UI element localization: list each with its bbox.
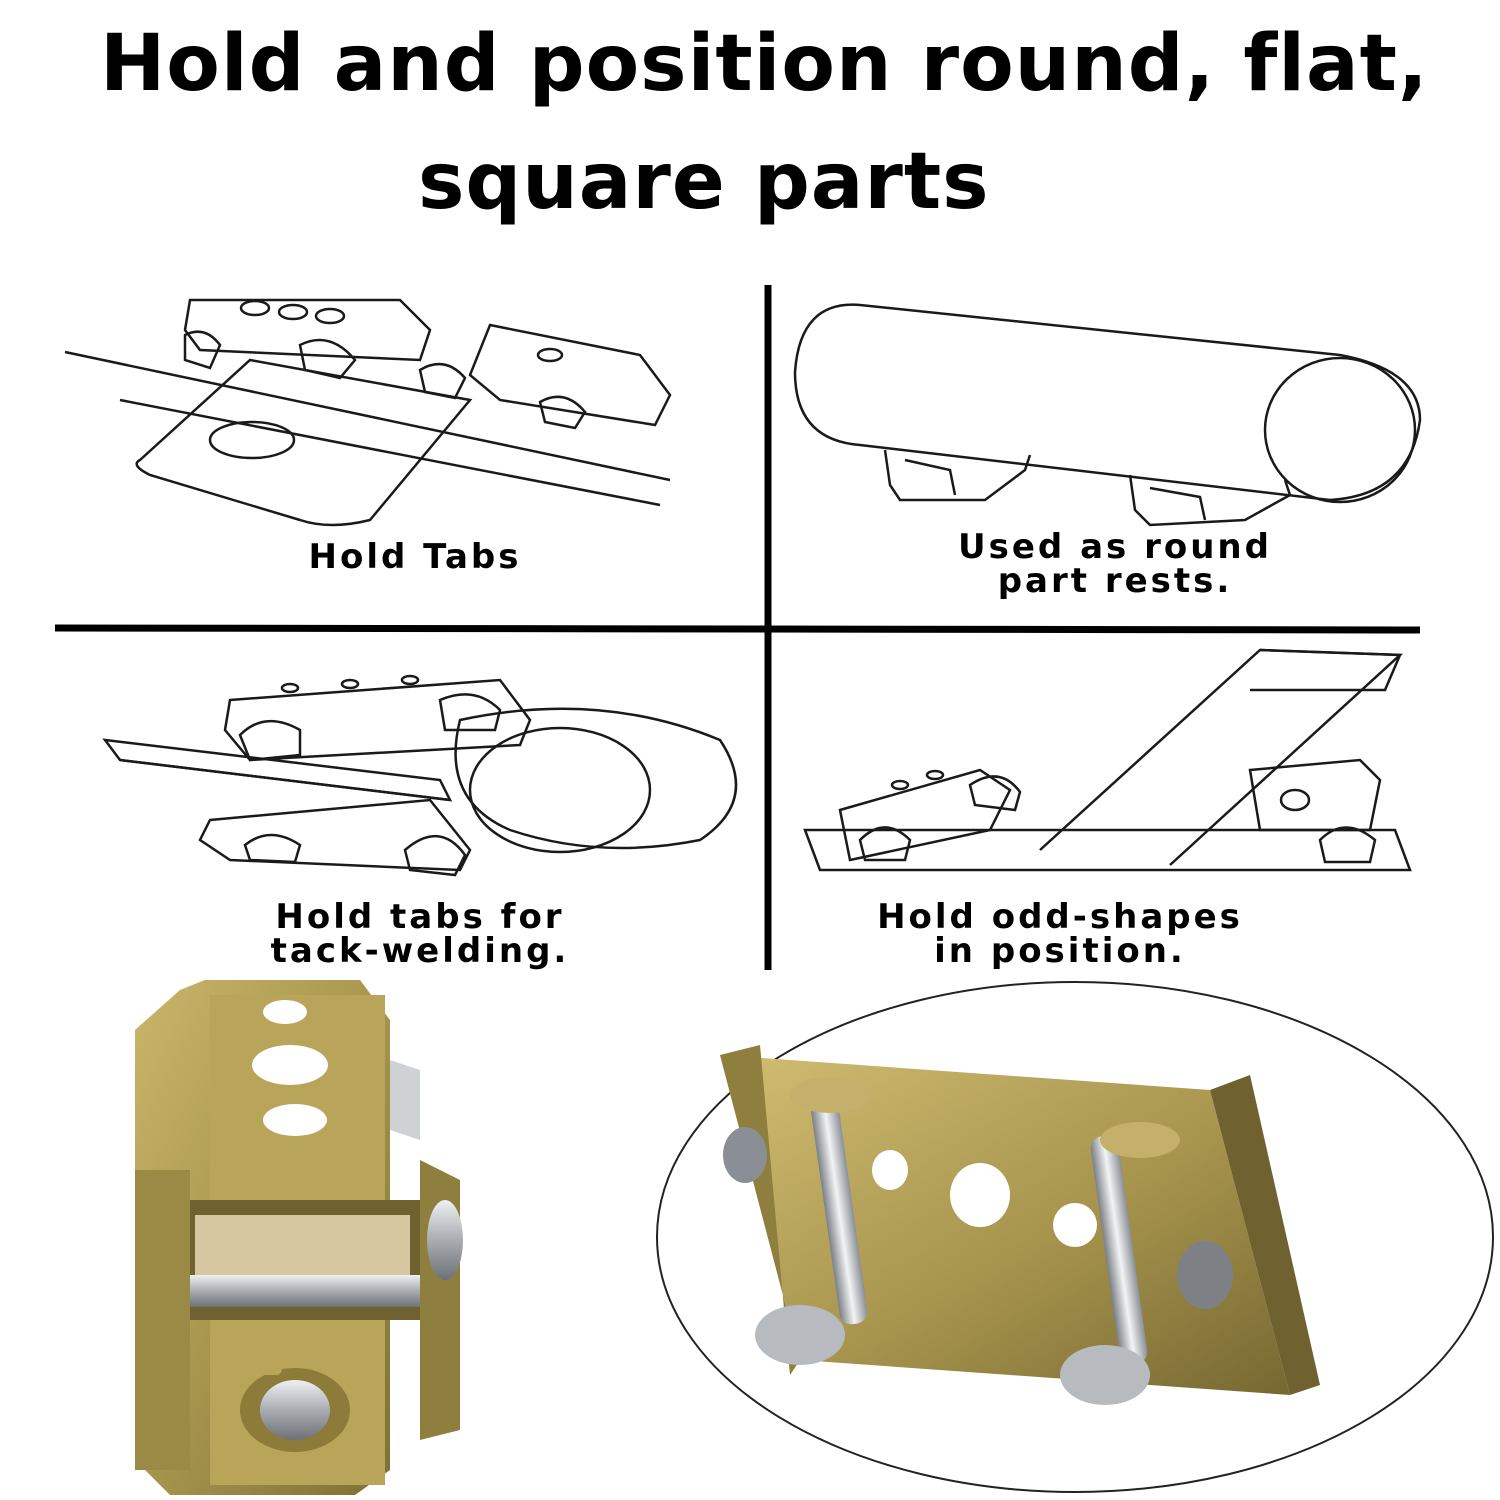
product-photo-front [135,980,463,1495]
caption-line: Hold odd-shapes [877,897,1243,937]
caption-line: Hold Tabs [308,537,522,577]
caption-line: Used as round [958,527,1272,567]
headline-line-2: square parts [418,137,990,227]
caption-line: part rests. [997,561,1233,601]
caption-line: in position. [934,931,1186,971]
caption-top-right: Used as round part rests. [880,530,1350,598]
caption-bottom-left: Hold tabs for tack-welding. [200,900,640,968]
caption-bottom-right: Hold odd-shapes in position. [800,900,1320,968]
horizontal-divider [54,624,1421,634]
headline-line-1: Hold and position round, flat, [100,19,1429,109]
caption-line: tack-welding. [270,931,570,971]
caption-top-left: Hold Tabs [250,540,580,574]
product-photo-angled [656,981,1494,1493]
caption-line: Hold tabs for [275,897,565,937]
